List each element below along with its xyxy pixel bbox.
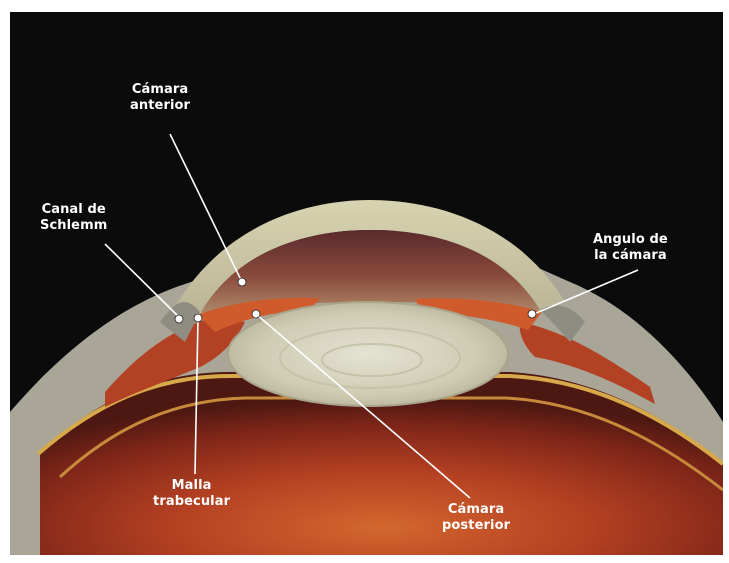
label-canal-schlemm: Canal de Schlemm <box>40 202 107 234</box>
label-camara-posterior-line1: Cámara <box>442 502 510 518</box>
label-malla-trabecular-line1: Malla <box>153 478 230 494</box>
illustration-frame: Cámara anterior Canal de Schlemm Angulo … <box>10 12 723 555</box>
label-malla-trabecular-line2: trabecular <box>153 494 230 510</box>
label-canal-schlemm-line1: Canal de <box>40 202 107 218</box>
label-camara-posterior-line2: posterior <box>442 518 510 534</box>
label-angulo-camara: Angulo de la cámara <box>593 232 668 264</box>
label-canal-schlemm-line2: Schlemm <box>40 218 107 234</box>
lens-shape <box>228 302 508 406</box>
eye-anatomy-illustration <box>10 12 723 555</box>
dot-angulo-camara <box>528 310 536 318</box>
pointer-camara-anterior <box>170 134 242 282</box>
label-camara-anterior: Cámara anterior <box>130 82 190 114</box>
label-malla-trabecular: Malla trabecular <box>153 478 230 510</box>
label-camara-anterior-line2: anterior <box>130 98 190 114</box>
label-angulo-camara-line1: Angulo de <box>593 232 668 248</box>
dot-camara-posterior <box>252 310 260 318</box>
label-camara-posterior: Cámara posterior <box>442 502 510 534</box>
dot-canal-schlemm <box>175 315 183 323</box>
dot-camara-anterior <box>238 278 246 286</box>
label-camara-anterior-line1: Cámara <box>130 82 190 98</box>
label-angulo-camara-line2: la cámara <box>593 248 668 264</box>
dot-malla-trabecular <box>194 314 202 322</box>
